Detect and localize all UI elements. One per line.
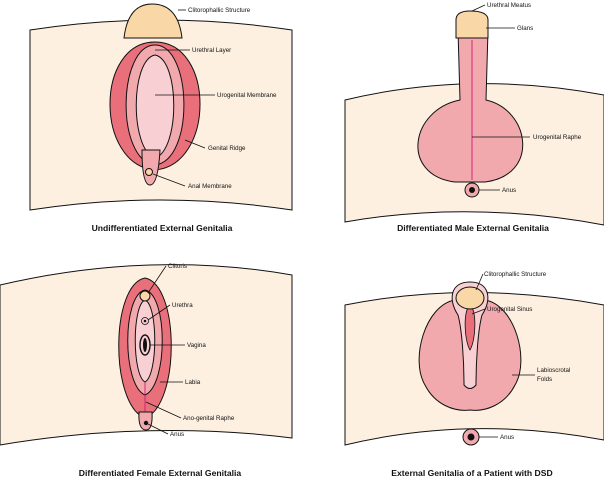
label-ano-genital-raphe: Ano-genital Raphe bbox=[183, 415, 235, 422]
pointer-line bbox=[145, 401, 182, 419]
label-urethra: Urethra bbox=[172, 302, 193, 309]
label-vagina: Vagina bbox=[187, 342, 206, 349]
panel-dsd: Clitorophallic Structure Urogenital Sinu… bbox=[344, 271, 604, 478]
pointer-line bbox=[475, 273, 484, 291]
caption-male: Differentiated Male External Genitalia bbox=[397, 223, 549, 233]
label-urogenital-sinus: Urogenital Sinus bbox=[487, 306, 532, 313]
label-urethral-meatus: Urethral Meatus bbox=[487, 2, 531, 9]
shaft-and-scrotum-shape bbox=[417, 29, 524, 183]
caption-undifferentiated: Undifferentiated External Genitalia bbox=[92, 223, 233, 233]
anal-membrane-tab bbox=[141, 149, 161, 186]
label-clitoris: Clitoris bbox=[168, 263, 187, 270]
label-labia: Labia bbox=[185, 379, 201, 386]
panel-male: Urethral Meatus Glans Urogenital Raphe A… bbox=[344, 2, 604, 233]
pointer-line bbox=[471, 308, 486, 315]
clitorophallic-structure-shape bbox=[123, 3, 183, 39]
urogenital-sinus-shape bbox=[464, 304, 476, 351]
label-genital-ridge: Genital Ridge bbox=[208, 145, 246, 152]
panel-female: Clitoris Urethra Vagina Labia Ano-genita… bbox=[0, 263, 293, 478]
panel-undifferentiated: Clitorophallic Structure Urethral Layer … bbox=[29, 3, 293, 233]
label-urogenital-membrane: Urogenital Membrane bbox=[217, 92, 277, 99]
anus-dot-female bbox=[143, 420, 149, 426]
caption-dsd: External Genitalia of a Patient with DSD bbox=[391, 468, 552, 478]
pointer-line bbox=[152, 173, 186, 187]
label-anus-dsd: Anus bbox=[500, 434, 514, 441]
pointer-line bbox=[471, 4, 486, 12]
pointer-line bbox=[147, 423, 169, 435]
label-labioscrotal: Labioscrotal bbox=[537, 367, 570, 374]
pointer-line bbox=[184, 139, 206, 149]
anus-inner bbox=[469, 187, 475, 193]
label-urethral-layer: Urethral Layer bbox=[192, 47, 231, 54]
vagina-inner bbox=[143, 338, 147, 352]
caption-female: Differentiated Female External Genitalia bbox=[79, 468, 242, 478]
label-anus-male: Anus bbox=[502, 187, 516, 194]
clitorophallic-structure-dsd bbox=[455, 286, 485, 310]
pointer-line bbox=[147, 304, 171, 321]
pointer-line bbox=[147, 265, 167, 294]
label-urogenital-raphe: Urogenital Raphe bbox=[533, 134, 582, 141]
label-anal-membrane: Anal Membrane bbox=[188, 183, 232, 190]
label-anus-female: Anus bbox=[170, 431, 184, 438]
label-glans: Glans bbox=[517, 25, 533, 32]
anal-membrane-dot bbox=[145, 168, 153, 176]
label-folds: Folds bbox=[537, 376, 552, 383]
clitoris-dot bbox=[139, 290, 151, 302]
urethra-inner bbox=[143, 319, 147, 323]
label-clitorophallic-structure-dsd: Clitorophallic Structure bbox=[484, 271, 547, 278]
label-clitorophallic-structure: Clitorophallic Structure bbox=[188, 7, 251, 14]
glans-shape bbox=[455, 10, 489, 39]
anus-inner-dsd bbox=[467, 433, 475, 441]
urogenital-membrane-shape bbox=[135, 54, 175, 159]
